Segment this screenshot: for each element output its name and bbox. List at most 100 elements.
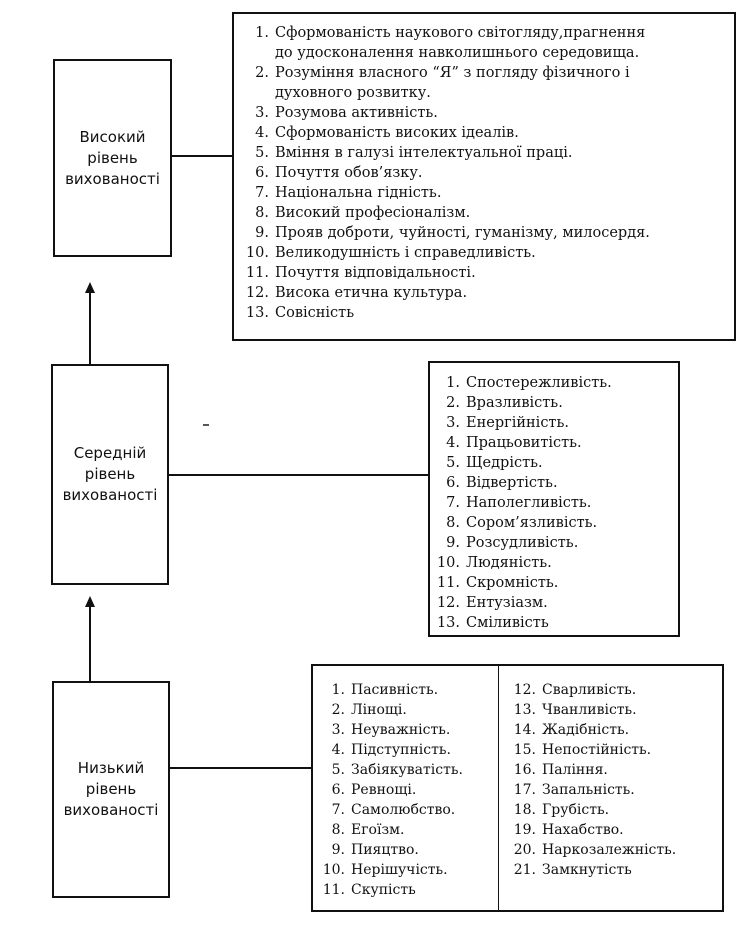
list-item-continuation: до удосконалення навколишнього середовищ… bbox=[243, 43, 650, 63]
list-item: 2. Вразливість. bbox=[434, 393, 612, 413]
qualities-box-high: 1. Сформованість наукового світогляду,пр… bbox=[232, 12, 736, 341]
item-text: Совісність bbox=[275, 305, 355, 321]
item-text: Сварливість. bbox=[542, 682, 637, 698]
item-number: 7. bbox=[255, 185, 269, 201]
list-item: 7. Самолюбство. bbox=[315, 800, 463, 820]
list-item: 15. Непостійність. bbox=[506, 740, 676, 760]
item-number: 13. bbox=[436, 615, 460, 631]
item-number: 2. bbox=[255, 65, 269, 81]
list-item: 6. Відвертість. bbox=[434, 473, 612, 493]
list-item: 3. Розумова активність. bbox=[243, 103, 650, 123]
item-text: Вміння в галузі інтелектуальної праці. bbox=[275, 145, 573, 161]
item-text: Національна гідність. bbox=[275, 185, 442, 201]
level-label-low: Низький рівень вихованості bbox=[64, 758, 159, 821]
list-item: 5. Вміння в галузі інтелектуальної праці… bbox=[243, 143, 650, 163]
item-number: 1. bbox=[331, 682, 345, 698]
item-number: 12. bbox=[513, 682, 536, 698]
level-label-line: рівень bbox=[85, 780, 137, 798]
item-text: Скромність. bbox=[466, 575, 559, 591]
item-number: 11. bbox=[436, 575, 460, 591]
qualities-box-low: 1. Пасивність. 2. Лінощі. 3. Неуважність… bbox=[311, 664, 724, 912]
connector-medium bbox=[168, 474, 429, 476]
list-item: 8. Сором’язливість. bbox=[434, 513, 612, 533]
item-text: Пияцтво. bbox=[351, 842, 419, 858]
item-text: Розуміння власного “Я” з погляду фізично… bbox=[275, 65, 630, 81]
level-label-line: рівень bbox=[84, 465, 136, 483]
item-text: Непостійність. bbox=[542, 742, 652, 758]
item-number: 4. bbox=[446, 435, 460, 451]
item-text: Самолюбство. bbox=[351, 802, 456, 818]
item-text: до удосконалення навколишнього середовищ… bbox=[275, 45, 640, 61]
item-text: Висока етична культура. bbox=[275, 285, 468, 301]
item-text: Нерішучість. bbox=[351, 862, 448, 878]
list-item: 10. Великодушність і справедливість. bbox=[243, 243, 650, 263]
item-text: Сформованість наукового світогляду,прагн… bbox=[275, 25, 646, 41]
item-text: Чванливість. bbox=[542, 702, 637, 718]
item-number: 3. bbox=[331, 722, 345, 738]
item-number: 13. bbox=[245, 305, 269, 321]
item-text: Егоїзм. bbox=[351, 822, 405, 838]
column-divider bbox=[498, 666, 499, 910]
list-item: 20. Наркозалежність. bbox=[506, 840, 676, 860]
print-speck bbox=[203, 424, 209, 426]
level-label-line: вихованості bbox=[63, 801, 159, 819]
item-number: 9. bbox=[446, 535, 460, 551]
item-number: 9. bbox=[255, 225, 269, 241]
item-number: 5. bbox=[446, 455, 460, 471]
list-item: 18. Грубість. bbox=[506, 800, 676, 820]
list-item: 7. Наполегливість. bbox=[434, 493, 612, 513]
list-item: 11. Скупість bbox=[315, 880, 463, 900]
list-item: 4. Сформованість високих ідеалів. bbox=[243, 123, 650, 143]
item-number: 12. bbox=[436, 595, 460, 611]
connector-low bbox=[169, 767, 312, 769]
list-item: 2. Лінощі. bbox=[315, 700, 463, 720]
item-number: 16. bbox=[513, 762, 536, 778]
list-item: 16. Паління. bbox=[506, 760, 676, 780]
item-text: Відвертість. bbox=[466, 475, 558, 491]
item-number: 6. bbox=[331, 782, 345, 798]
item-number: 8. bbox=[446, 515, 460, 531]
list-item: 3. Енергійність. bbox=[434, 413, 612, 433]
level-label-line: Середній bbox=[73, 444, 147, 462]
item-number: 4. bbox=[331, 742, 345, 758]
list-item: 5. Забіякуватість. bbox=[315, 760, 463, 780]
list-item: 9. Пияцтво. bbox=[315, 840, 463, 860]
list-item: 5. Щедрість. bbox=[434, 453, 612, 473]
item-number: 8. bbox=[331, 822, 345, 838]
item-text: Почуття відповідальності. bbox=[275, 265, 476, 281]
level-label-line: Високий bbox=[79, 127, 146, 146]
list-item: 10. Нерішучість. bbox=[315, 860, 463, 880]
item-number: 9. bbox=[331, 842, 345, 858]
arrow-shaft-medium-to-high bbox=[89, 292, 91, 364]
item-text: Паління. bbox=[542, 762, 608, 778]
list-item: 12. Ентузіазм. bbox=[434, 593, 612, 613]
list-item: 21. Замкнутість bbox=[506, 860, 676, 880]
list-item: 7. Національна гідність. bbox=[243, 183, 650, 203]
item-number: 3. bbox=[255, 105, 269, 121]
list-item: 17. Запальність. bbox=[506, 780, 676, 800]
level-box-high: Високий рівень вихованості bbox=[53, 59, 172, 257]
item-number: 13. bbox=[513, 702, 536, 718]
item-number: 21. bbox=[513, 862, 536, 878]
list-item: 1. Пасивність. bbox=[315, 680, 463, 700]
item-number: 11. bbox=[322, 882, 345, 898]
item-number: 14. bbox=[513, 722, 536, 738]
level-label-line: вихованості bbox=[65, 169, 160, 188]
item-number: 8. bbox=[255, 205, 269, 221]
list-item: 4. Працьовитість. bbox=[434, 433, 612, 453]
item-text: Неуважність. bbox=[351, 722, 451, 738]
item-number: 18. bbox=[513, 802, 536, 818]
list-item: 12. Висока етична культура. bbox=[243, 283, 650, 303]
qualities-list-medium: 1. Спостережливість. 2. Вразливість. 3. … bbox=[434, 373, 612, 633]
item-text: Великодушність і справедливість. bbox=[275, 245, 536, 261]
item-number: 3. bbox=[446, 415, 460, 431]
arrow-shaft-low-to-medium bbox=[89, 606, 91, 681]
qualities-box-medium: 1. Спостережливість. 2. Вразливість. 3. … bbox=[428, 361, 680, 637]
item-text: Працьовитість. bbox=[466, 435, 582, 451]
list-item: 10. Людяність. bbox=[434, 553, 612, 573]
item-number: 1. bbox=[255, 25, 269, 41]
item-text: Наполегливість. bbox=[466, 495, 592, 511]
item-text: Щедрість. bbox=[466, 455, 543, 471]
item-text: Ревнощі. bbox=[351, 782, 417, 798]
qualities-list-low-left: 1. Пасивність. 2. Лінощі. 3. Неуважність… bbox=[315, 680, 463, 900]
